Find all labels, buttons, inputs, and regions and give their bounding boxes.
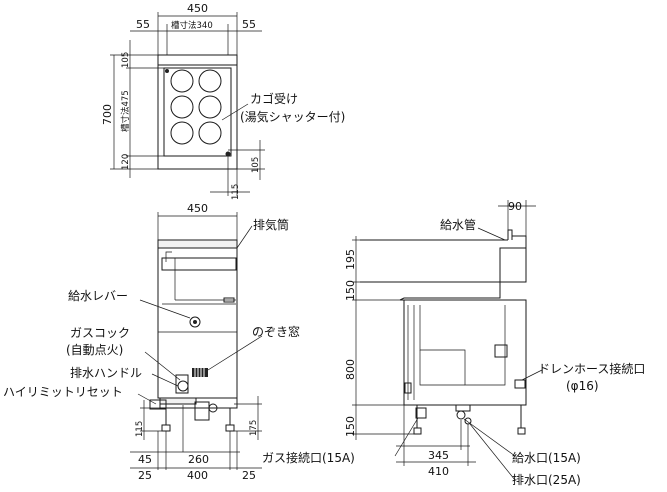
label-gas-connection: ガス接続口(15A) (262, 450, 355, 465)
top-dim-105: 105 (121, 52, 131, 68)
top-dim-55-right: 55 (242, 18, 256, 31)
label-exhaust: 排気筒 (253, 217, 289, 232)
side-dim-800: 800 (344, 359, 357, 380)
top-view: 450 55 槽寸法340 55 カゴ受け (湯気シャッター付) 700 105 (101, 2, 345, 200)
top-dim-700: 700 (101, 104, 114, 125)
front-dim-115: 115 (135, 421, 145, 437)
side-view: 90 給水管 ドレンホース接続口 (φ16) (262, 200, 645, 487)
side-dim-150-bottom: 150 (344, 416, 357, 437)
front-dim-450: 450 (187, 202, 208, 215)
label-gas-cock: ガスコック (70, 326, 130, 340)
top-dim-105-right: 105 (251, 157, 261, 173)
label-steam-shutter: (湯気シャッター付) (240, 109, 345, 124)
front-dim-25-left: 25 (138, 469, 152, 482)
label-high-limit-reset: ハイリミットリセット (3, 385, 123, 399)
front-view: 450 (3, 202, 300, 482)
top-dim-475: 槽寸法475 (120, 90, 131, 132)
front-dim-25-right: 25 (242, 469, 256, 482)
label-basket-holder: カゴ受け (250, 91, 298, 106)
label-drain-outlet: 排水口(25A) (512, 473, 581, 487)
label-water-pipe: 給水管 (440, 217, 476, 232)
side-dim-150-top: 150 (344, 280, 357, 301)
label-water-inlet: 給水口(15A) (512, 451, 581, 465)
side-dim-195: 195 (344, 249, 357, 270)
top-dim-340: 槽寸法340 (171, 20, 213, 31)
top-dim-120: 120 (121, 154, 131, 170)
front-dim-175: 175 (249, 420, 259, 436)
side-dim-90: 90 (508, 200, 522, 213)
top-dim-450: 450 (187, 2, 208, 15)
label-drain-hose-phi: (φ16) (566, 379, 599, 393)
top-dim-55-left: 55 (136, 18, 150, 31)
front-dim-45: 45 (138, 453, 152, 466)
label-drain-handle: 排水ハンドル (70, 366, 142, 380)
label-water-lever: 給水レバー (68, 289, 128, 303)
label-drain-hose: ドレンホース接続口 (538, 361, 645, 376)
side-dim-410: 410 (428, 465, 449, 478)
label-auto-ignition: (自動点火) (66, 343, 123, 357)
front-dim-260: 260 (188, 453, 209, 466)
label-peep-window: のぞき窓 (252, 324, 300, 339)
top-dim-115: 115 (231, 184, 241, 200)
side-dim-345: 345 (428, 449, 449, 462)
front-dim-400: 400 (187, 469, 208, 482)
